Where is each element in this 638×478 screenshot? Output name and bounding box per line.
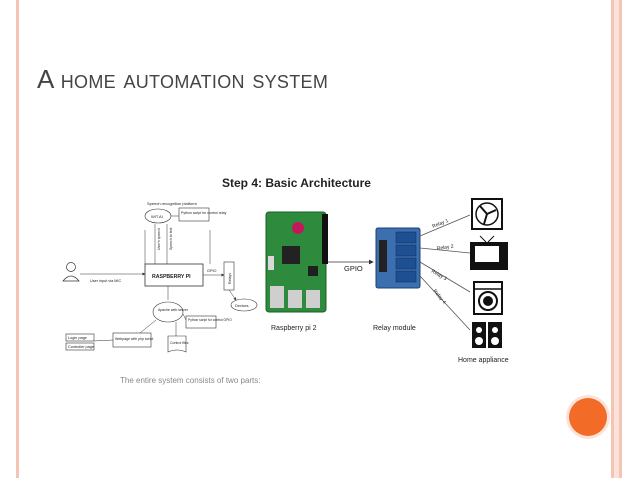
wit-ai-label: WIT.AI bbox=[151, 214, 163, 219]
python-script-relay-box bbox=[178, 207, 210, 222]
relay-module-board bbox=[375, 227, 421, 289]
raspberry-pi-board bbox=[265, 211, 328, 313]
apache-ellipse bbox=[152, 301, 184, 323]
login-page-box bbox=[65, 333, 95, 342]
users-speech-label: User's speech bbox=[157, 228, 161, 250]
orange-accent-dot bbox=[569, 398, 607, 436]
control-files-shape bbox=[167, 335, 187, 353]
controller-page-label: Controller page bbox=[68, 345, 94, 349]
gpio-small-label: GPIO bbox=[207, 269, 217, 273]
frame-right-line-b bbox=[619, 0, 622, 478]
relay-line-2 bbox=[419, 247, 471, 254]
gpio-label: GPIO bbox=[344, 264, 363, 273]
controller-page-box bbox=[65, 342, 95, 351]
home-appliance-label: Home appliance bbox=[458, 357, 509, 364]
television-icon bbox=[470, 235, 508, 270]
login-page-label: Login page bbox=[68, 336, 87, 340]
devices-label: Devices bbox=[235, 304, 249, 308]
speaker-icon bbox=[472, 322, 502, 348]
left-block-diagram: Speech recognition platform WIT.AI Pytho… bbox=[62, 201, 258, 353]
relay-1-label: Relay 1 bbox=[432, 218, 450, 230]
right-hardware-diagram: GPIO Raspberry pi 2 Relay module Relay 1… bbox=[265, 198, 509, 364]
python-script-gpio-box bbox=[185, 315, 217, 329]
speech-platform-label: Speech recognition platform bbox=[147, 201, 197, 206]
washing-machine-icon bbox=[473, 281, 503, 315]
fan-icon bbox=[471, 198, 503, 230]
relay-4-label: Relay 4 bbox=[431, 288, 447, 305]
control-files-label: Control files bbox=[170, 341, 189, 345]
frame-right-fill bbox=[614, 0, 619, 478]
devices-ellipse bbox=[230, 298, 258, 312]
relay-module-label: Relay module bbox=[373, 325, 416, 332]
frame-left-line bbox=[16, 0, 19, 478]
raspberry-pi-label: RASPBERRY PI bbox=[152, 274, 191, 280]
relays-small-label: Relays bbox=[228, 273, 232, 284]
relay-2-label: Relay 2 bbox=[436, 244, 454, 252]
webpage-label: Webpage with php script bbox=[115, 337, 153, 341]
python-script-gpio-label: Python script for control GPIO bbox=[188, 318, 232, 322]
slide-title: A home automation system bbox=[37, 64, 329, 94]
frame-right-line-a bbox=[611, 0, 614, 478]
relay-3-label: Relay 3 bbox=[430, 269, 448, 283]
relay-line-4 bbox=[419, 275, 471, 331]
relay-line-3 bbox=[419, 261, 471, 293]
speech-to-text-label: Speech to text bbox=[169, 228, 173, 250]
diagram-step-title: Step 4: Basic Architecture bbox=[222, 176, 371, 190]
slide-caption: The entire system consists of two parts: bbox=[120, 376, 261, 385]
raspberry-pi-2-label: Raspberry pi 2 bbox=[271, 325, 317, 332]
python-script-relay-label: Python script for control relay bbox=[181, 211, 227, 215]
user-input-mic-label: User input via MIC bbox=[90, 279, 121, 283]
user-icon bbox=[62, 262, 80, 282]
relay-line-1 bbox=[419, 214, 471, 237]
apache-label: Apache web server bbox=[158, 308, 189, 312]
